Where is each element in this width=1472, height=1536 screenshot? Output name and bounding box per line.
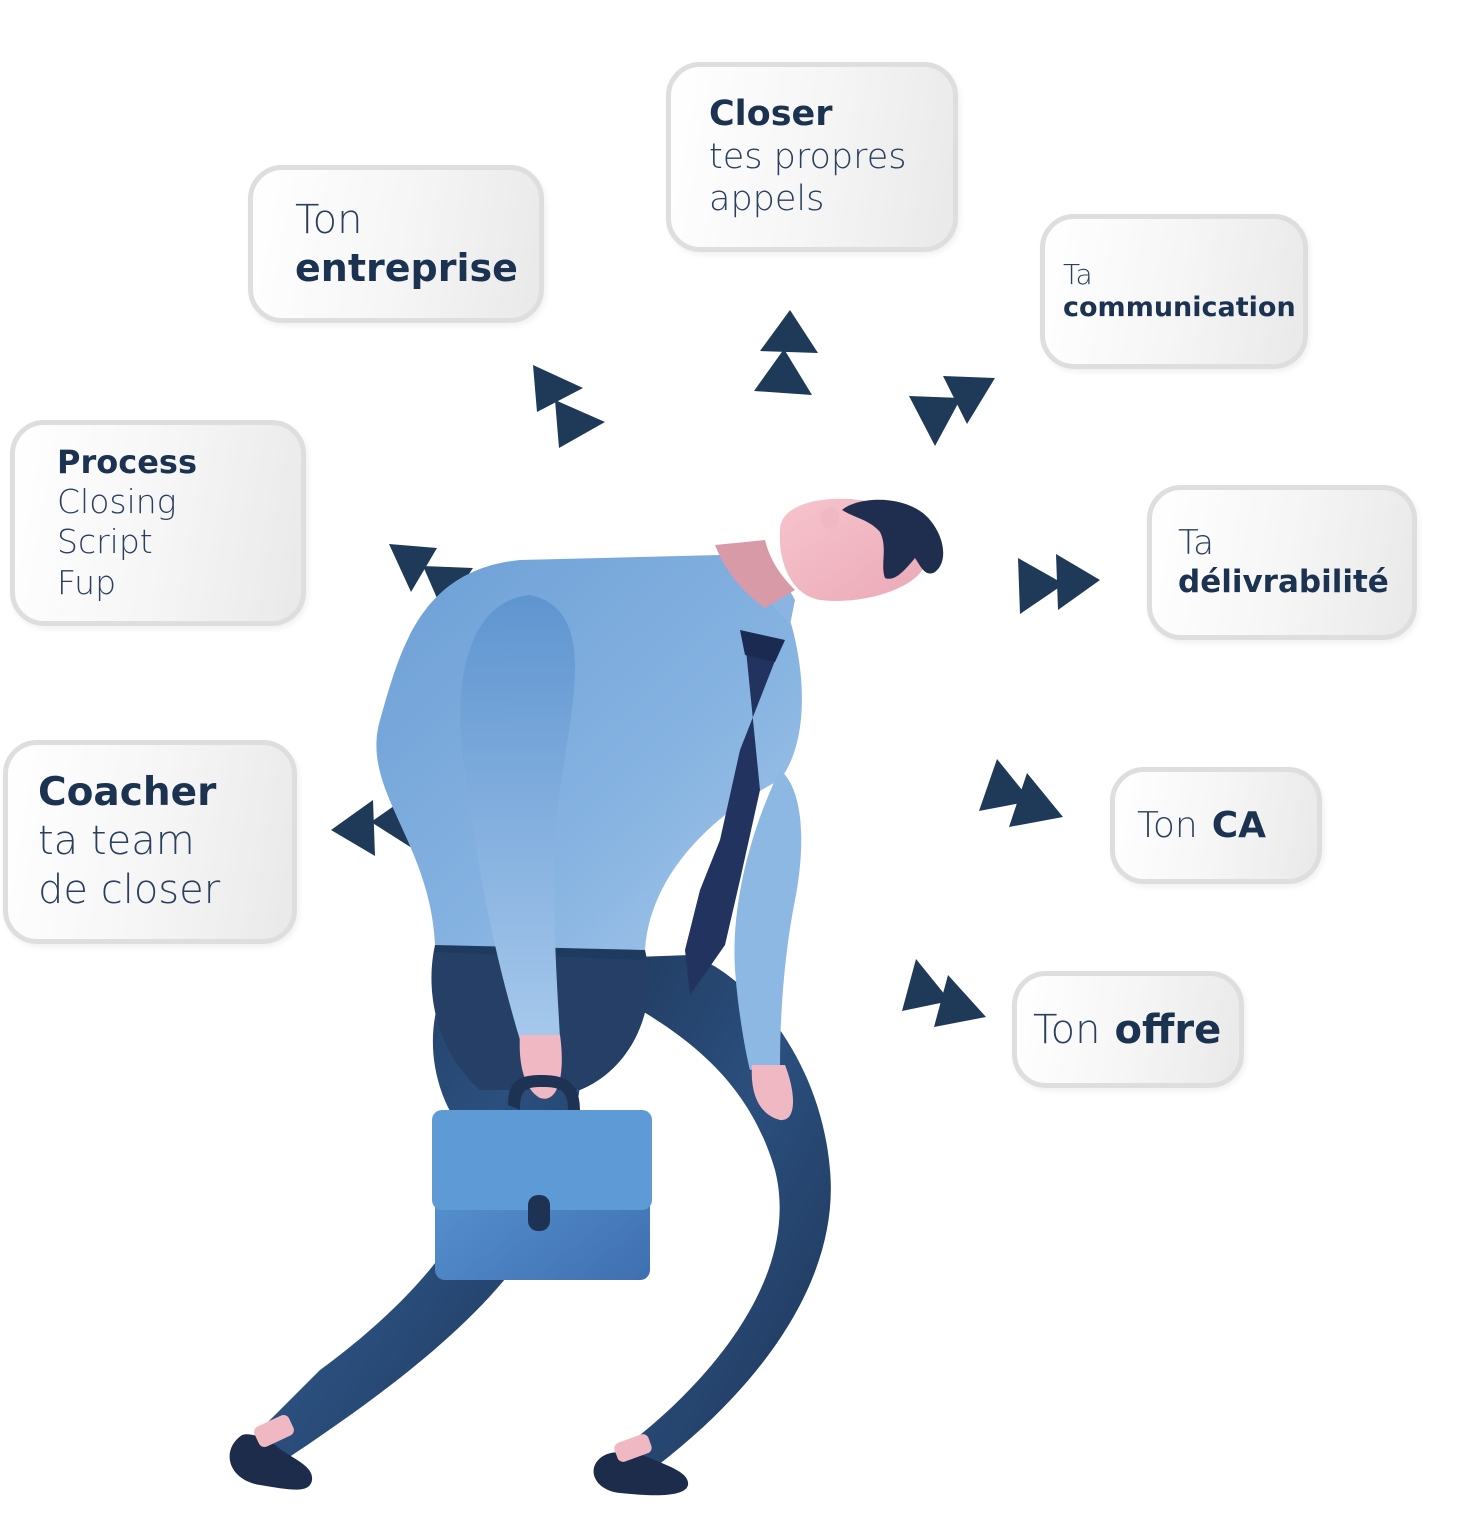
ear [821,507,839,529]
back-shoe [229,1434,313,1490]
bubble-communication-light-text: Ta [1063,257,1093,291]
bubble-coacher-team: Coacher ta team de closer [3,740,297,944]
bubble-process-bold-text: Process [57,443,197,482]
bubble-process-item-fup: Fup [57,562,117,602]
bubble-ton-ca: Ton CA [1110,767,1322,884]
bubble-delivrabilite-bold-text: délivrabilité [1178,564,1389,601]
double-triangle-arrow-icon [909,376,995,446]
hair [842,499,944,579]
bubble-ta-communication: Ta communication [1040,214,1308,369]
bubble-offre-bold-text: offre [1114,1006,1222,1053]
bubble-ton-offre: Ton offre [1012,971,1244,1088]
bubble-closer-bold-text: Closer [709,93,833,134]
front-sock [614,1434,652,1462]
bubble-coacher-line-3: de closer [38,866,221,913]
bubble-process-item-closing: Closing [57,482,177,522]
bubble-ton-entreprise-bold-text: entreprise [295,246,518,291]
bubble-communication-bold-text: communication [1063,292,1296,324]
tie [685,640,780,995]
briefcase-lid [432,1110,652,1210]
bubble-ton-entreprise: Ton entreprise [248,165,544,323]
bubble-ca-bold-text: CA [1211,805,1266,846]
tie-knot [740,630,785,662]
bubble-ca-light-text: Ton [1137,805,1198,846]
bubble-offre-light-text: Ton [1033,1006,1101,1053]
double-triangle-arrow-icon [754,310,818,395]
bubble-process-item-script: Script [57,522,153,562]
right-arm [734,770,802,1070]
bubble-ton-entreprise-light-text: Ton [295,197,363,244]
double-triangle-arrow-icon [902,959,986,1027]
shirt-torso [376,554,802,950]
right-hand [751,1065,794,1121]
bubble-delivrabilite-light-text: Ta [1178,522,1214,563]
double-triangle-arrow-icon [1018,554,1100,614]
bubble-coacher-bold-text: Coacher [38,770,217,816]
briefcase-handle [508,1075,580,1110]
front-shoe [593,1452,689,1496]
bubble-closer-appels: Closer tes propres appels [666,62,958,252]
bubble-closer-line-2: tes propres [709,136,907,177]
tired-businessman-illustration [229,498,944,1496]
double-triangle-arrow-icon [979,759,1063,827]
bubble-closer-line-3: appels [709,179,825,220]
bubble-coacher-line-2: ta team [38,817,195,864]
neck [715,540,795,608]
double-triangle-arrow-icon [533,365,605,448]
left-arm [460,595,575,1040]
back-sock [254,1414,294,1448]
bubble-ta-delivrabilite: Ta délivrabilité [1147,485,1417,640]
briefcase-lock [528,1195,550,1231]
bubble-process: Process Closing Script Fup [10,420,306,626]
